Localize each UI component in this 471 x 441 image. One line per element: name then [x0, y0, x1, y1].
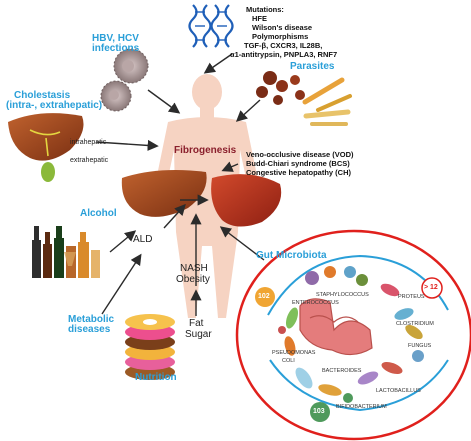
fibrotic-liver-icon [211, 174, 282, 227]
nash-label: NASH [180, 263, 208, 274]
microbe-label: ENTEROCOCCUS [292, 300, 339, 306]
metabolic-label: diseases [68, 324, 111, 335]
ald-label: ALD [133, 234, 153, 245]
badge-103: 103 [313, 408, 325, 415]
microbe-label: FUNGUS [408, 343, 432, 349]
alcohol-bottles-icon [32, 226, 100, 278]
dna-icon [188, 4, 234, 48]
mutations-title: Mutations: [246, 5, 284, 14]
fibrogenesis-label: Fibrogenesis [174, 145, 237, 156]
sugar-label: Sugar [185, 329, 212, 340]
mutation-line: Wilson's disease [252, 23, 313, 32]
mutation-line: HFE [252, 14, 267, 23]
hbv-hcv-label: HBV, HCV [92, 33, 139, 44]
count-badges [255, 277, 443, 422]
fat-label: Fat [189, 318, 204, 329]
cholestasis-liver-icon [8, 113, 84, 182]
donuts-icon [125, 314, 175, 380]
metabolic-label: Metabolic [68, 314, 115, 325]
microbe-label: PROTEUS [398, 294, 425, 300]
obesity-label: Obesity [176, 274, 210, 285]
microbe-label: COLI [282, 358, 295, 364]
microbe-label: PSEUDOMONAS [272, 350, 316, 356]
gut-microbiota-title: Gut Microbiota [256, 250, 327, 261]
virus-icon [100, 48, 149, 112]
microbe-label: STAPHYLOCOCCUS [316, 292, 369, 298]
cholestasis-label: (intra-, extrahepatic) [6, 100, 103, 111]
badge-102: 102 [258, 293, 270, 300]
mutation-line: α1-antitrypsin, PNPLA3, RNF7 [230, 50, 338, 59]
mutation-line: Polymorphisms [252, 32, 309, 41]
human-silhouette [152, 74, 262, 318]
microbe-label: BIFIDOBACTERIUM [336, 404, 387, 410]
vascular-line: Congestive hepatopathy (CH) [246, 168, 352, 177]
hbv-hcv-label: infections [92, 43, 140, 54]
microbe-label: CLOSTRIDIUM [396, 321, 434, 327]
parasites-icon [256, 71, 352, 126]
extrahepatic-label: extrahepatic [70, 157, 109, 164]
mutation-line: TGF-β, CXCR3, IL28B, [244, 41, 323, 50]
cholestasis-label: Cholestasis [14, 90, 71, 101]
microbe-label: LACTOBACILLUS [376, 388, 421, 394]
nutrition-label: Nutrition [135, 372, 177, 383]
badge-1012: > 12 [424, 284, 438, 291]
vascular-line: Budd-Chiari syndrome (BCS) [246, 159, 350, 168]
gut-microbiota-circle [235, 229, 471, 441]
intrahepatic-label: intrahepatic [70, 139, 107, 146]
causal-arrows [95, 53, 265, 316]
microbe-label: BACTEROIDES [322, 368, 362, 374]
alcohol-label: Alcohol [80, 208, 117, 219]
vascular-line: Veno-occlusive disease (VOD) [246, 150, 354, 159]
microbe-cells [278, 266, 424, 403]
parasites-label: Parasites [290, 61, 335, 72]
